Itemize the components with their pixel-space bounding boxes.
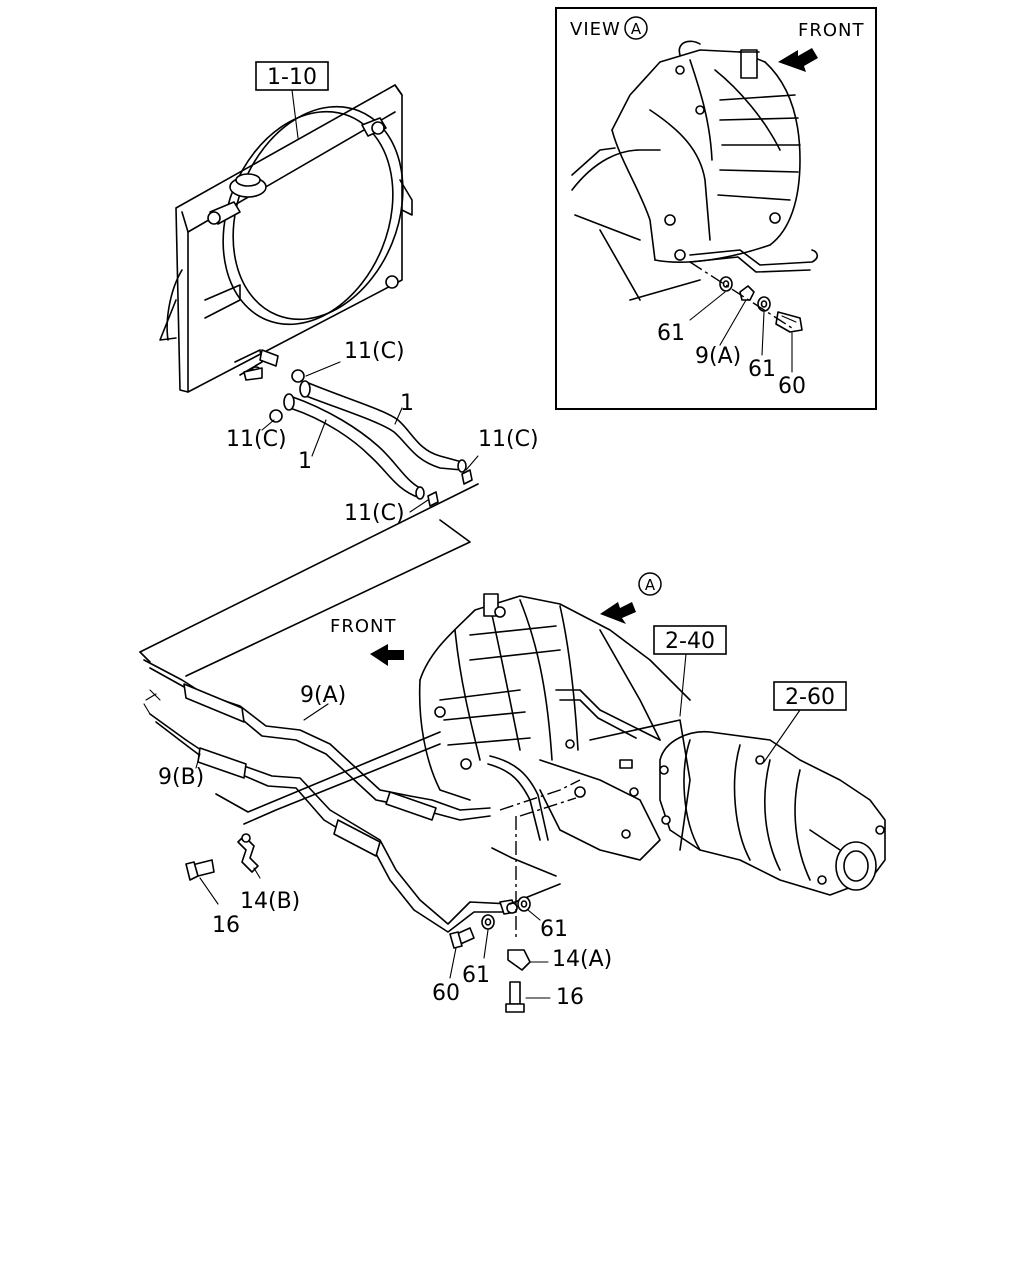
label-clip-c1: 11(C) bbox=[344, 339, 405, 364]
view-label-60: 60 bbox=[778, 374, 806, 399]
ref-1-10: 1-10 bbox=[267, 65, 317, 90]
view-label-61b: 61 bbox=[748, 357, 776, 382]
main-fasteners bbox=[185, 833, 531, 1013]
view-label-61a: 61 bbox=[657, 321, 685, 346]
view-fasteners bbox=[689, 261, 803, 333]
cooler-pipes bbox=[143, 659, 518, 933]
label-pipe-9a: 9(A) bbox=[300, 683, 346, 708]
main-front-label: FRONT bbox=[330, 616, 397, 637]
main-view-marker: A bbox=[645, 576, 656, 594]
ref-2-60: 2-60 bbox=[785, 685, 835, 710]
view-marker-circle bbox=[624, 16, 648, 40]
connection-guides bbox=[139, 483, 479, 677]
label-hose-1a: 1 bbox=[400, 391, 414, 416]
view-title: VIEW bbox=[570, 19, 621, 40]
label-clip-c4: 11(C) bbox=[344, 501, 405, 526]
ref-box-2-40 bbox=[653, 625, 727, 655]
label-bolt-16a: 16 bbox=[212, 913, 240, 938]
ref-box-2-60 bbox=[773, 681, 847, 711]
view-direction-arrow-icon bbox=[600, 602, 636, 624]
view-marker-letter: A bbox=[631, 20, 642, 38]
label-bolt-16b: 16 bbox=[556, 985, 584, 1010]
label-washer-61a: 61 bbox=[540, 917, 568, 942]
assembly-guides bbox=[215, 731, 581, 940]
label-washer-61b: 61 bbox=[462, 963, 490, 988]
label-hose-1b: 1 bbox=[298, 449, 312, 474]
label-pipe-9b: 9(B) bbox=[158, 765, 204, 790]
view-label-9a: 9(A) bbox=[695, 344, 741, 369]
view-transmission-sketch bbox=[571, 40, 819, 301]
main-front-arrow-icon bbox=[370, 644, 404, 666]
view-front-label: FRONT bbox=[798, 20, 865, 41]
label-bracket-14b: 14(B) bbox=[240, 889, 300, 914]
label-clip-c3: 11(C) bbox=[478, 427, 539, 452]
transfer-assembly bbox=[659, 730, 886, 896]
label-bolt-60: 60 bbox=[432, 981, 460, 1006]
radiator-shroud: 1-10 bbox=[159, 61, 413, 393]
hoses-1 bbox=[261, 361, 479, 513]
label-clip-c2: 11(C) bbox=[226, 427, 287, 452]
label-bracket-14a: 14(A) bbox=[552, 947, 612, 972]
view-a-panel: VIEW A FRONT bbox=[555, 7, 877, 410]
main-leaders bbox=[195, 703, 551, 999]
main-view-marker-circle bbox=[638, 572, 662, 596]
front-arrow-icon bbox=[778, 48, 818, 72]
transmission-assembly bbox=[418, 593, 691, 861]
ref-2-40: 2-40 bbox=[665, 629, 715, 654]
ref-box-1-10 bbox=[255, 61, 329, 91]
